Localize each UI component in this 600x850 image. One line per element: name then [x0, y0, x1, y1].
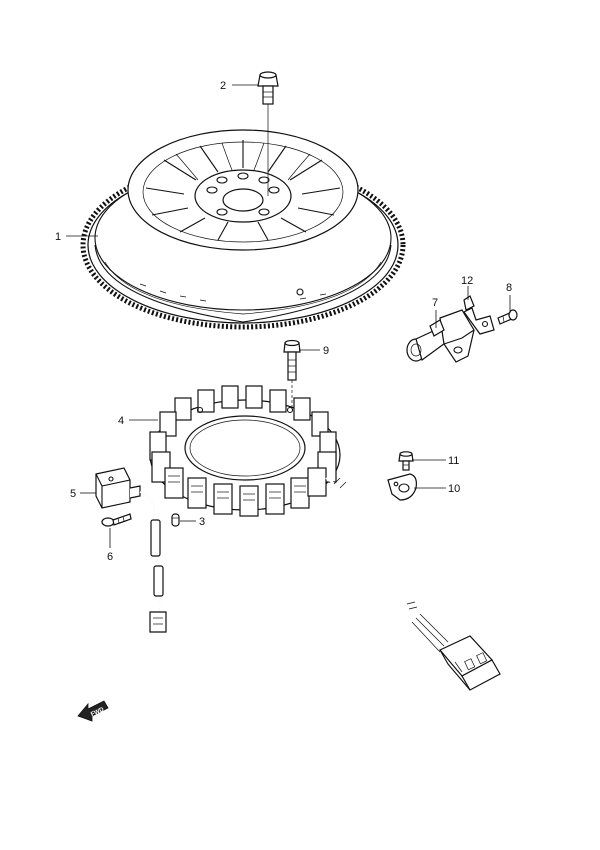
callout-6: 6 [107, 551, 113, 563]
clamp-bolt [398, 451, 414, 471]
wire-clamp [387, 473, 417, 501]
callout-11: 11 [448, 455, 459, 467]
stator [149, 385, 341, 517]
stator-bolt [283, 339, 301, 410]
callout-12: 12 [461, 275, 473, 287]
callout-2: 2 [220, 80, 226, 92]
flywheel [80, 129, 406, 330]
callout-4: 4 [118, 415, 124, 427]
flywheel-bolt [257, 71, 279, 196]
callout-3: 3 [199, 516, 205, 528]
callout-labels: 1 2 3 4 5 6 7 8 9 10 11 12 [55, 80, 512, 563]
hub-holes [206, 172, 280, 216]
dowel-pin [171, 513, 180, 527]
harness-connector [439, 635, 501, 691]
timing-marks [139, 283, 327, 302]
callout-8: 8 [506, 282, 512, 294]
flywheel-ribs [145, 140, 341, 241]
callout-5: 5 [70, 488, 76, 500]
stator-poles [149, 385, 337, 517]
pulser-screw [101, 513, 132, 527]
pulser-coil [95, 467, 167, 633]
fwd-label: FWD [90, 707, 106, 718]
stator-harness [325, 477, 449, 653]
fwd-arrow-icon: FWD [77, 700, 109, 722]
sensor [406, 309, 475, 363]
callout-1: 1 [55, 231, 61, 243]
callout-9: 9 [323, 345, 329, 357]
sensor-screw [497, 309, 518, 325]
callout-leaders [66, 84, 511, 548]
callout-7: 7 [432, 297, 438, 309]
callout-10: 10 [448, 483, 460, 495]
